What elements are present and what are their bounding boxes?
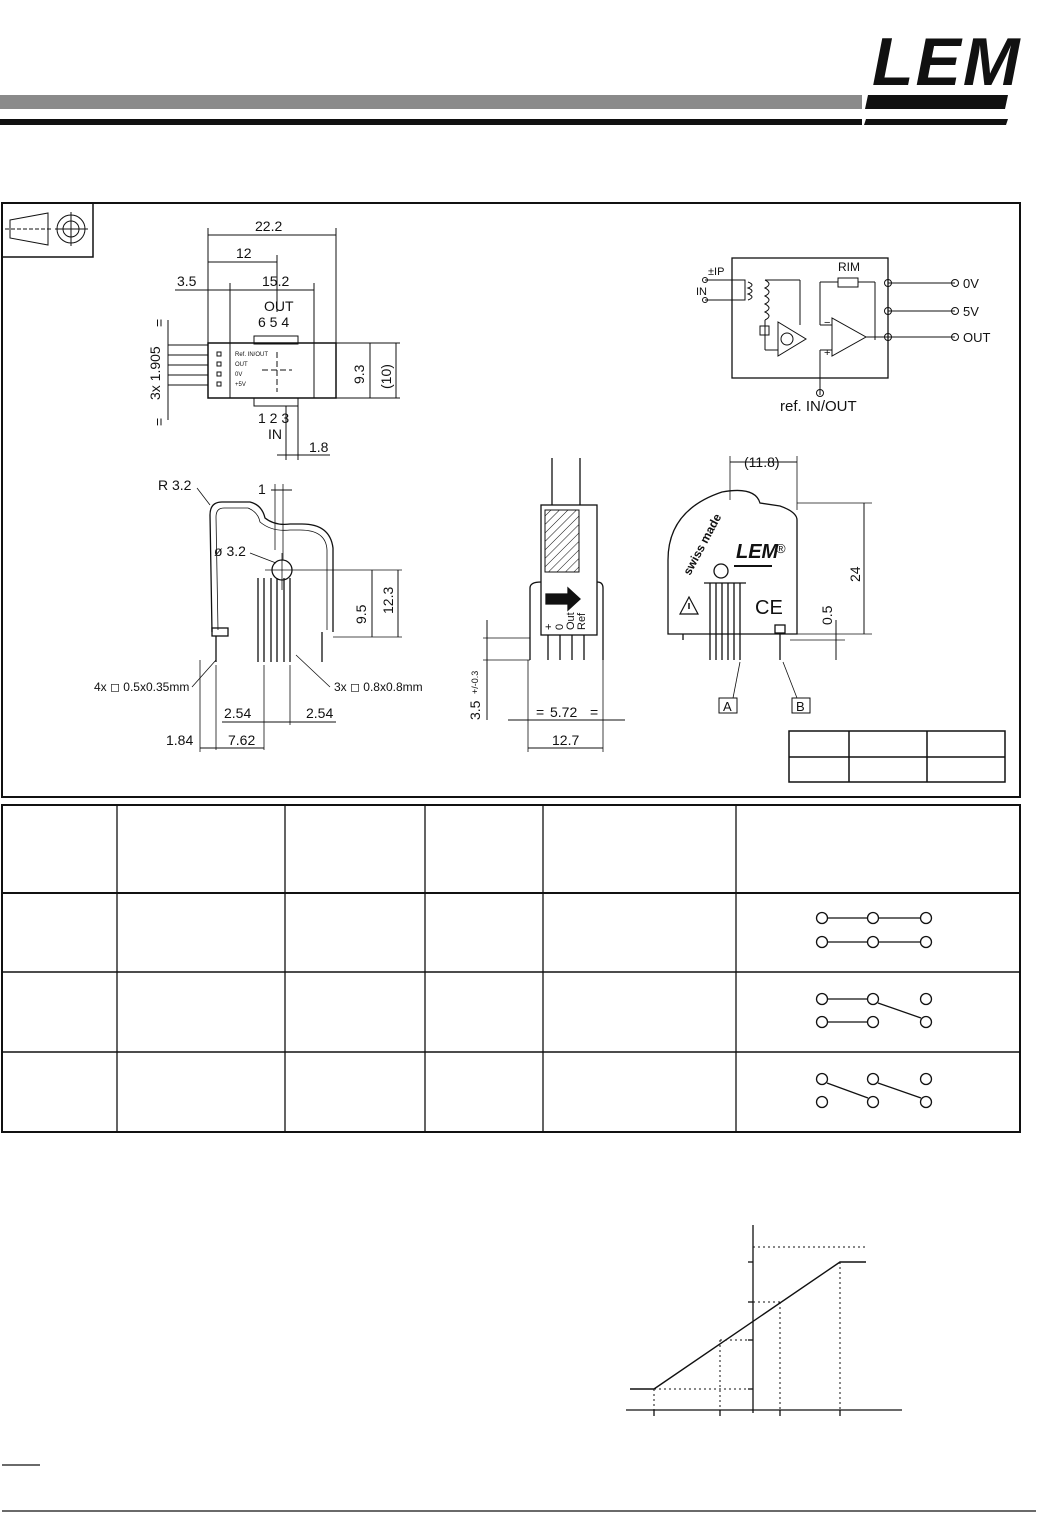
eq-left: = [536, 704, 544, 720]
marker-b: B [796, 699, 805, 714]
label-pins-top: 6 5 4 [258, 314, 289, 330]
drawing-frame [1, 202, 1021, 798]
dim-22-2: 22.2 [255, 218, 282, 234]
iso-view-text: (11.8) 24 0.5 swiss made LEM ® CE A B [680, 454, 863, 714]
dim-pins4: 4x ◻ 0.5x0.35mm [94, 680, 189, 694]
body-label-5v: +5V [235, 382, 246, 388]
side-view [191, 484, 402, 752]
dim-r3-2: R 3.2 [158, 477, 192, 493]
dim-dia3-2: ø 3.2 [214, 543, 246, 559]
pin-zero: 0 [554, 624, 566, 630]
label-out-schem: OUT [963, 330, 991, 345]
jumper-config-3-icon [815, 1072, 933, 1109]
iso-view [667, 456, 872, 714]
ce-mark: CE [755, 597, 783, 619]
dim-9-3: 9.3 [351, 364, 367, 384]
schematic-text: ±IP IN RIM 0V 5V OUT ref. IN/OUT − + [696, 260, 991, 415]
dim-2-54b: 2.54 [306, 705, 333, 721]
top-view-text: 22.2 12 3.5 15.2 OUT 6 5 4 1 2 3 IN 1.8 … [147, 218, 394, 455]
body-label-ref: Ref. IN/OUT [235, 352, 268, 358]
pin-out: Out [565, 612, 577, 630]
dim-1-84: 1.84 [166, 732, 193, 748]
dim-tolerance: +/-0.3 [470, 671, 480, 694]
op-minus: − [824, 317, 830, 329]
dim-3-5: 3.5 [177, 273, 197, 289]
dim-9-5: 9.5 [353, 604, 369, 624]
registered-mark: ® [776, 541, 786, 556]
dim-10: (10) [378, 364, 394, 389]
pin-ref: Ref [576, 612, 588, 630]
header-bars [0, 95, 1008, 125]
dim-12: 12 [236, 245, 252, 261]
body-label-out: OUT [235, 362, 248, 368]
dim-pitch: 3x 1.905 [147, 346, 163, 400]
label-0v: 0V [963, 276, 979, 291]
label-5v: 5V [963, 304, 979, 319]
dim-2-54a: 2.54 [224, 705, 251, 721]
characteristic-graph [626, 1225, 902, 1416]
dim-pins3: 3x ◻ 0.8x0.8mm [334, 680, 423, 694]
body-label-0v: 0V [235, 372, 242, 378]
label-in-schem: IN [696, 286, 707, 298]
op-plus: + [824, 347, 830, 359]
lem-logo: LEM [872, 24, 1022, 100]
pin-plus: + [543, 624, 555, 630]
main-table [1, 804, 1021, 1133]
swiss-made-text: swiss made [680, 511, 724, 577]
dim-0-5: 0.5 [819, 605, 835, 625]
top-view [167, 228, 400, 460]
front-view-text: + 0 Out Ref 3.5 +/-0.3 = 5.72 = 12.7 [467, 612, 598, 748]
eq-top: = [151, 319, 167, 327]
marker-a: A [723, 699, 732, 714]
dim-12-3: 12.3 [380, 587, 396, 614]
jumper-config-1-icon [815, 911, 933, 949]
dim-5-72: 5.72 [550, 704, 577, 720]
dim-12-7: 12.7 [552, 732, 579, 748]
label-ref-inout: ref. IN/OUT [780, 398, 857, 415]
schematic [702, 257, 959, 397]
label-in: IN [268, 426, 282, 442]
front-view [483, 458, 625, 752]
side-view-text: R 3.2 1 ø 3.2 9.5 12.3 4x ◻ 0.5x0.35mm 3… [94, 477, 423, 748]
eq-right: = [590, 704, 598, 720]
eq-bottom: = [151, 418, 167, 426]
dim-3-5-front: 3.5 [467, 700, 483, 720]
projection-symbol-icon [1, 202, 94, 258]
body-lem-logo: LEM [736, 541, 780, 563]
small-table [788, 730, 1006, 783]
label-rim: RIM [838, 260, 860, 274]
label-ip: ±IP [708, 266, 724, 278]
dim-24: 24 [847, 566, 863, 582]
dim-15-2: 15.2 [262, 273, 289, 289]
dim-1: 1 [258, 481, 266, 497]
label-out: OUT [264, 298, 294, 314]
jumper-config-2-icon [815, 992, 933, 1029]
dim-7-62: 7.62 [228, 732, 255, 748]
label-pins-bottom: 1 2 3 [258, 410, 289, 426]
dim-11-8: (11.8) [744, 454, 780, 470]
dim-1-8: 1.8 [309, 439, 329, 455]
